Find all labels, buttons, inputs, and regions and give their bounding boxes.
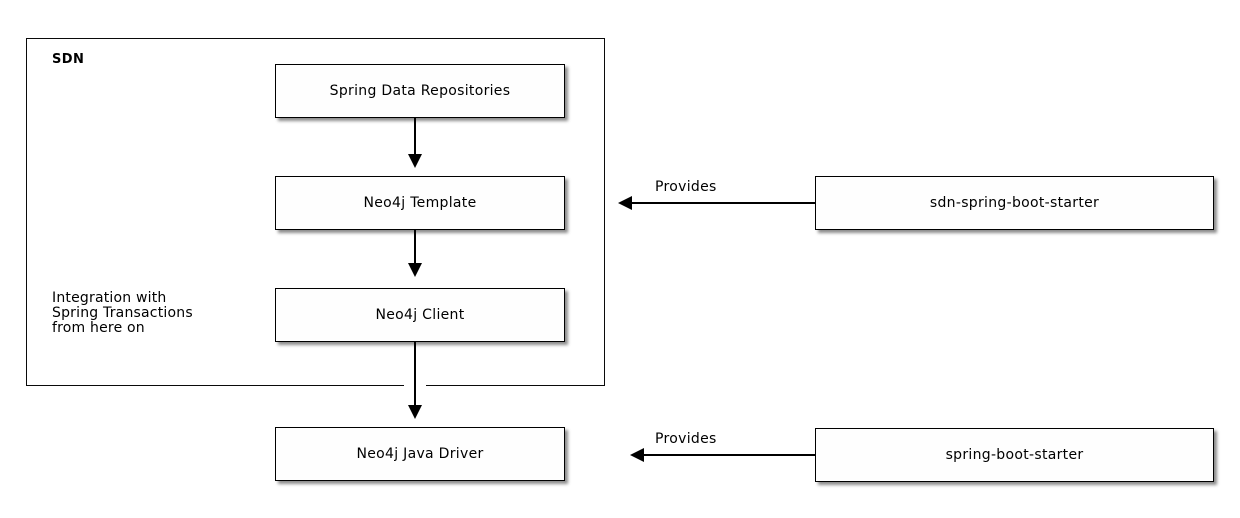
node-spring-boot-starter: spring-boot-starter — [815, 428, 1214, 482]
node-label: Spring Data Repositories — [329, 83, 511, 99]
edge-repositories-to-template — [414, 118, 416, 156]
node-sdn-spring-boot-starter: sdn-spring-boot-starter — [815, 176, 1214, 230]
arrow-down-icon — [408, 263, 422, 277]
edge-label-provides-top: Provides — [655, 179, 717, 195]
node-neo4j-java-driver: Neo4j Java Driver — [275, 427, 565, 481]
node-neo4j-client: Neo4j Client — [275, 288, 565, 342]
node-label: Neo4j Java Driver — [356, 446, 484, 462]
sdn-container-label: SDN — [52, 52, 85, 67]
arrow-down-icon — [408, 154, 422, 168]
edge-client-to-driver — [414, 342, 416, 406]
arrow-left-icon — [630, 448, 644, 462]
arrow-left-icon — [618, 196, 632, 210]
node-label: spring-boot-starter — [945, 447, 1084, 463]
arrow-down-icon — [408, 405, 422, 419]
edge-sdn-starter-provides — [632, 202, 815, 204]
node-label: Neo4j Template — [363, 195, 477, 211]
edge-label-provides-bottom: Provides — [655, 431, 717, 447]
node-label: Neo4j Client — [375, 307, 465, 323]
edge-starter-provides — [644, 454, 815, 456]
node-label: sdn-spring-boot-starter — [929, 195, 1100, 211]
sdn-container: SDN — [26, 38, 605, 386]
node-spring-data-repositories: Spring Data Repositories — [275, 64, 565, 118]
node-neo4j-template: Neo4j Template — [275, 176, 565, 230]
transactions-annotation: Integration with Spring Transactions fro… — [52, 290, 193, 336]
edge-template-to-client — [414, 230, 416, 264]
